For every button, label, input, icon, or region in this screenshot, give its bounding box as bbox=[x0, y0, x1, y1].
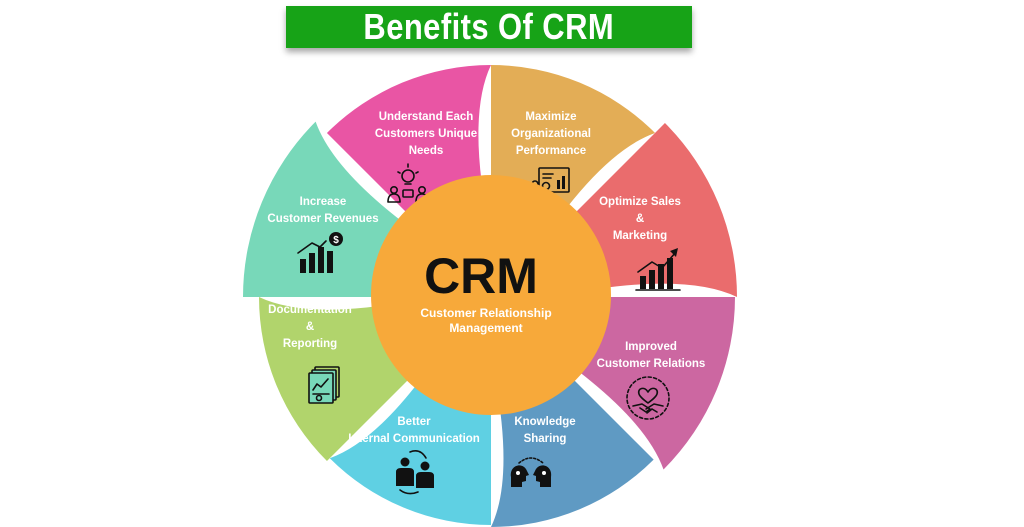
label-optimize-sales-line-0: Optimize Sales bbox=[599, 196, 681, 208]
label-documentation-reporting-line-2: Reporting bbox=[283, 338, 337, 350]
knowledge-heads-icon bbox=[510, 457, 552, 487]
crm-subtitle-line2: Management bbox=[449, 321, 522, 335]
label-maximize-performance-line-1: Organizational bbox=[511, 128, 591, 140]
title-banner: Benefits Of CRM bbox=[286, 6, 692, 48]
idea-people-icon bbox=[387, 163, 429, 203]
label-customer-revenues-line-1: Customer Revenues bbox=[267, 213, 378, 225]
label-maximize-performance-line-2: Performance bbox=[516, 145, 586, 157]
documents-icon bbox=[308, 366, 340, 404]
label-internal-communication-line-1: Internal Communication bbox=[348, 433, 480, 445]
label-optimize-sales: Optimize Sales & Marketing bbox=[599, 196, 681, 242]
label-documentation-reporting-line-0: Documentation bbox=[268, 304, 352, 316]
label-documentation-reporting-line-1: & bbox=[306, 321, 314, 333]
label-customer-revenues-line-0: Increase bbox=[300, 196, 347, 208]
label-maximize-performance-line-0: Maximize bbox=[525, 111, 576, 123]
label-understand-needs-line-2: Needs bbox=[409, 145, 444, 157]
label-knowledge-sharing-line-0: Knowledge bbox=[514, 416, 575, 428]
label-improved-relations-line-1: Customer Relations bbox=[597, 358, 706, 370]
handshake-heart-icon bbox=[626, 376, 670, 420]
page-title: Benefits Of CRM bbox=[363, 6, 615, 47]
label-understand-needs-line-1: Customers Unique bbox=[375, 128, 477, 140]
label-understand-needs-line-0: Understand Each bbox=[379, 111, 474, 123]
revenue-chart-icon: $ bbox=[297, 232, 343, 273]
label-knowledge-sharing-line-1: Sharing bbox=[524, 433, 567, 445]
label-documentation-reporting: Documentation & Reporting bbox=[268, 304, 352, 350]
label-optimize-sales-line-2: Marketing bbox=[613, 230, 667, 242]
label-improved-relations-line-0: Improved bbox=[625, 341, 677, 353]
team-communication-icon bbox=[396, 450, 434, 495]
label-internal-communication-line-0: Better bbox=[397, 416, 431, 428]
crm-title: CRM bbox=[424, 248, 538, 304]
icons-layer: $ bbox=[297, 163, 681, 495]
growth-chart-icon bbox=[635, 248, 681, 291]
crm-subtitle-line1: Customer Relationship bbox=[420, 306, 551, 320]
svg-text:$: $ bbox=[333, 235, 339, 246]
label-optimize-sales-line-1: & bbox=[636, 213, 644, 225]
crm-hub bbox=[371, 175, 611, 415]
